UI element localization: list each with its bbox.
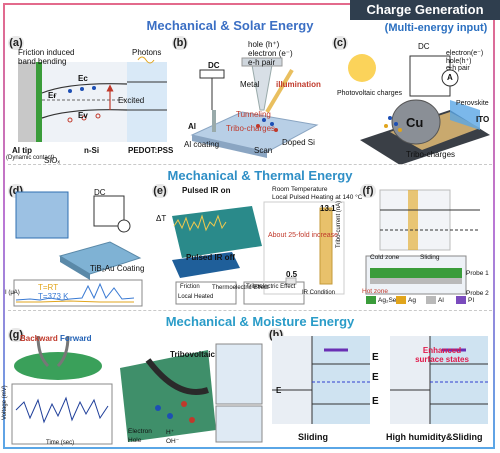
panel-c-a-text: A xyxy=(447,73,453,82)
panel-c-device-illustration xyxy=(348,54,490,165)
section-thermal-title: Mechanical & Thermal Energy xyxy=(167,168,353,183)
panel-c-electron-text: electron(e⁻) xyxy=(446,50,484,57)
panel-f-pi-text: PI xyxy=(468,297,475,304)
panel-e-xlabel: IR Condition xyxy=(302,290,336,296)
panel-e-ir-on-text: Pulsed IR on xyxy=(182,186,231,195)
panel-g-xlabel: Time (sec) xyxy=(46,440,75,446)
panel-b-al-text: Al xyxy=(188,122,196,131)
panel-f-cold-text: Cold zone xyxy=(370,254,400,261)
panel-d-dc-text: DC xyxy=(94,188,106,197)
panel-h-enhanced-text: Enhanced surface states xyxy=(415,346,469,364)
panel-d-thermal-device xyxy=(13,191,143,307)
panel-e-room-text: Room Temperature xyxy=(272,186,328,193)
section-moisture-title: Mechanical & Moisture Energy xyxy=(165,314,355,329)
panel-d-ylabel: I (μA) xyxy=(5,290,20,296)
panel-g-tribovoltaic-text: Tribovoltaic xyxy=(170,350,215,359)
panel-c-ito-text: ITO xyxy=(476,115,490,124)
panel-a-friction-text: Friction induced xyxy=(18,48,75,57)
panel-b-doped-text: Doped Si xyxy=(282,138,315,147)
panel-f-probe2-text: Probe 2 xyxy=(466,290,489,297)
panel-f-label: (f) xyxy=(360,184,376,198)
panel-c-hole-text: hole(h⁺) xyxy=(446,58,472,65)
panel-f-ag2se-text: Ag₂Se xyxy=(378,297,397,304)
panel-c-photovoltaic-text: Photovoltaic charges xyxy=(337,90,402,97)
panel-b-metal-text: Metal xyxy=(240,80,260,89)
panel-a-bending-text: band bending xyxy=(18,57,67,66)
panel-g-ylabel: Voltage (mV) xyxy=(2,385,8,420)
panel-b-electron-text: electron (e⁻) xyxy=(248,49,293,58)
panel-c-dc-text: DC xyxy=(418,42,430,51)
section-solar-title: Mechanical & Solar Energy xyxy=(146,18,314,33)
panel-h-humidity-text: High humidity&Sliding xyxy=(386,432,483,442)
panel-e-val-low: 0.5 xyxy=(286,270,298,279)
section-divider-1 xyxy=(8,164,492,166)
panel-a-ev-text: Eᴠ xyxy=(78,111,88,120)
panel-e-triboeffect-text: Triboelectric Effect xyxy=(246,284,296,290)
panel-h-efm-text: E xyxy=(276,386,282,395)
panel-b-scan-text: Scan xyxy=(254,146,273,155)
panel-b-pair-text: e-h pair xyxy=(248,58,276,67)
panel-g-ohminus-text: OH⁻ xyxy=(166,438,180,445)
panel-e-label: (e) xyxy=(152,184,168,198)
panel-h-ev-text: E xyxy=(372,396,379,407)
panel-e-local-text: Local Heated xyxy=(178,294,214,300)
panel-b-tunneling-text: Tunneling xyxy=(236,110,271,119)
charge-generation-badge: Charge Generation xyxy=(350,0,500,20)
panel-g-label: (g) xyxy=(8,328,24,342)
panel-c-tribo-text: Tribo-charges xyxy=(406,150,456,159)
panel-b-illumination-text: illumination xyxy=(276,80,321,89)
panel-g-hole-text: Hole xyxy=(128,437,142,444)
panel-b-tribo-text: Tribo-charges xyxy=(226,124,276,133)
panel-f-al-text: Al xyxy=(438,297,444,304)
panel-e-zlabel: Tribo-current (nA) xyxy=(336,200,342,248)
panel-b-coating-text: Al coating xyxy=(184,140,220,149)
panel-e-afm-ir-plot xyxy=(172,201,345,305)
panel-a-photons-text: Photons xyxy=(132,48,162,57)
panel-a-excited-text: Excited xyxy=(118,96,145,105)
panel-a-contact-text: (Dynamic contact) xyxy=(6,155,55,161)
panel-b-label: (b) xyxy=(172,36,188,50)
panel-c-pair-text: e-h pair xyxy=(446,65,470,72)
panel-h-sliding-text: Sliding xyxy=(298,432,328,442)
panel-f-probe1-text: Probe 1 xyxy=(466,270,489,277)
panel-e-val-high: 13.1 xyxy=(320,204,336,213)
panel-b-afm-illustration xyxy=(190,57,319,158)
panel-d-legend2: T=373 K xyxy=(38,292,69,301)
panel-a-ef-text: Eғ xyxy=(48,91,57,100)
panel-f-hot-text: Hot zone xyxy=(362,288,389,295)
panel-g-backward-text: Backward xyxy=(20,334,58,343)
panel-g-forward-text: Forward xyxy=(60,334,92,343)
panel-e-ir-off-text: Pulsed IR off xyxy=(186,253,235,262)
panel-g-electron-text: Electron xyxy=(128,428,152,435)
panel-d-legend1: T=RT xyxy=(38,283,59,292)
section-divider-2 xyxy=(8,310,492,312)
panel-c-label: (c) xyxy=(332,36,348,50)
panel-a-label: (a) xyxy=(8,36,24,50)
panel-h-band-diagrams xyxy=(272,336,488,424)
panel-d-coating-text: TiB₂Au Coating xyxy=(90,264,145,273)
panel-e-friction-text: Friction xyxy=(180,284,200,290)
panel-e-increase-text: About 25-fold increase xyxy=(268,232,339,239)
panel-a-band-diagram xyxy=(18,56,167,142)
panel-a-pedot-text: PEDOT:PSS xyxy=(128,146,174,155)
panel-a-altip-text: Al tip xyxy=(12,146,32,155)
panel-e-thermo-text: Thermoelectric Effect xyxy=(212,285,269,291)
panel-h-ef-text: E xyxy=(372,372,379,383)
panel-a-ec-text: Eᴄ xyxy=(78,74,88,83)
panel-f-sliding-text: Sliding xyxy=(420,254,440,261)
panel-e-heating-text: Local Pulsed Heating at 140 °C xyxy=(272,194,363,201)
panel-f-ag-text: Ag xyxy=(408,297,416,304)
panel-c-perovskite-text: Perovskite xyxy=(456,100,489,107)
panel-g-moisture-illustration xyxy=(11,335,263,445)
panel-a-nsi-text: n-Si xyxy=(84,146,100,155)
panel-e-delta-text: ΔT xyxy=(156,214,167,223)
panel-f-thermo-band-diagram xyxy=(365,189,480,304)
panel-a-siox-text: SiOₓ xyxy=(44,156,60,165)
panel-h-ec-text: E xyxy=(372,352,379,363)
panel-g-hplus-text: H⁺ xyxy=(166,429,175,436)
panel-b-dc-text: DC xyxy=(208,61,220,70)
panel-c-cu-text: Cu xyxy=(406,115,424,130)
multi-energy-subtitle: (Multi-energy input) xyxy=(384,22,488,34)
panel-b-hole-text: hole (h⁺) xyxy=(248,40,280,49)
